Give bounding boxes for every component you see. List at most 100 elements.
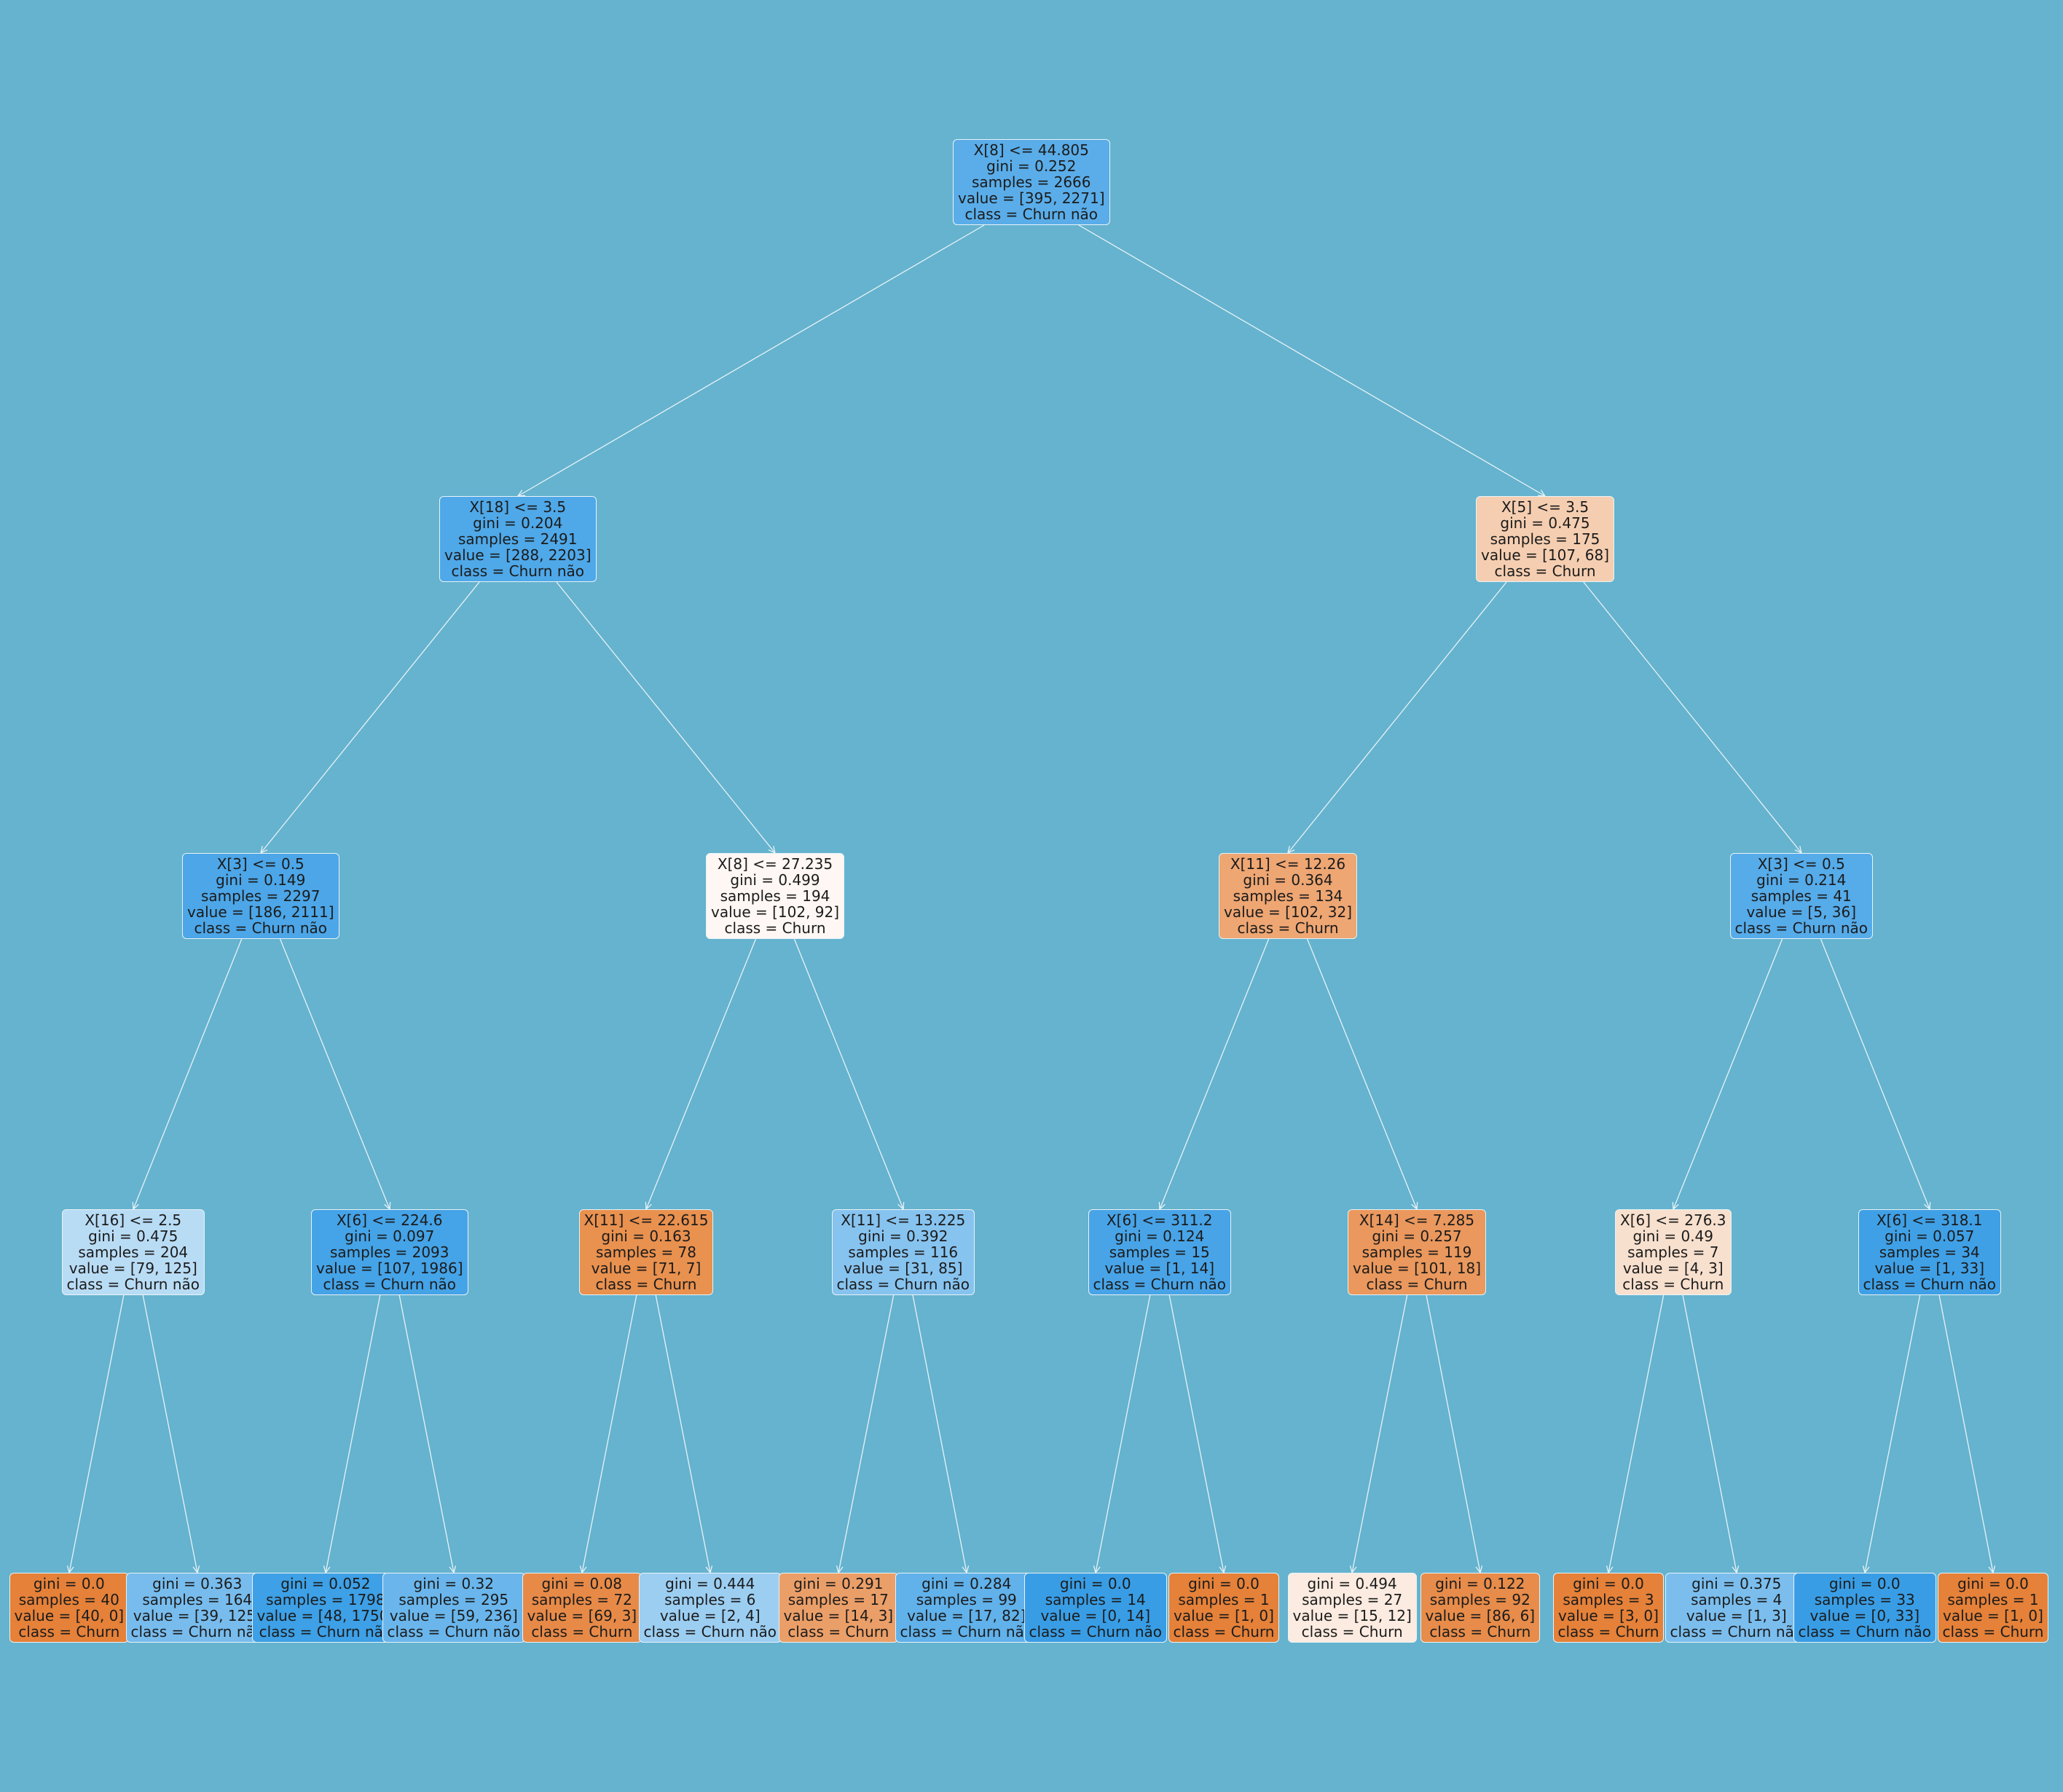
node-text-line: gini = 0.0 xyxy=(1957,1575,2029,1592)
node-text-line: samples = 2666 xyxy=(971,173,1091,191)
tree-edge xyxy=(1938,1294,1994,1573)
node-text-line: value = [40, 0] xyxy=(14,1607,125,1624)
tree-edge xyxy=(793,938,904,1210)
node-text-line: samples = 116 xyxy=(848,1243,959,1261)
node-text-line: gini = 0.363 xyxy=(152,1575,243,1592)
node-text-line: class = Churn xyxy=(787,1623,889,1640)
node-text-line: gini = 0.475 xyxy=(1500,514,1590,532)
node-text-line: gini = 0.392 xyxy=(858,1227,948,1245)
node-text-line: gini = 0.149 xyxy=(216,871,306,889)
node-text-line: value = [39, 125] xyxy=(133,1607,262,1624)
node-text-line: value = [3, 0] xyxy=(1558,1607,1659,1624)
node-text-line: samples = 4 xyxy=(1691,1591,1783,1608)
node-text-line: samples = 164 xyxy=(142,1591,253,1608)
node-text-line: X[11] <= 22.615 xyxy=(583,1211,709,1229)
node-text-line: class = Churn xyxy=(1942,1623,2044,1640)
node-text-line: gini = 0.252 xyxy=(986,157,1077,175)
tree-edge xyxy=(1426,1294,1481,1573)
node-text-line: X[3] <= 0.5 xyxy=(216,855,304,873)
node-text-line: X[6] <= 311.2 xyxy=(1106,1211,1213,1229)
node-text-line: class = Churn não xyxy=(836,1276,970,1293)
node-text-line: value = [395, 2271] xyxy=(958,189,1105,207)
node-text-line: class = Churn não xyxy=(1670,1623,1804,1640)
node-text-line: class = Churn não xyxy=(1093,1276,1227,1293)
node-text-line: value = [48, 1750] xyxy=(256,1607,395,1624)
node-text-line: value = [1, 3] xyxy=(1686,1607,1787,1624)
node-text-line: value = [102, 92] xyxy=(711,903,840,921)
tree-edge xyxy=(645,938,757,1210)
node-text-line: value = [107, 68] xyxy=(1481,546,1610,564)
node-text-line: X[14] <= 7.285 xyxy=(1359,1211,1475,1229)
node-text-line: value = [71, 7] xyxy=(591,1259,702,1277)
tree-edge xyxy=(556,581,776,854)
node-text-line: X[11] <= 12.26 xyxy=(1230,855,1346,873)
tree-edge xyxy=(655,1294,711,1573)
node-text-line: samples = 41 xyxy=(1750,887,1852,905)
node-text-line: class = Churn xyxy=(724,919,826,937)
node-text-line: value = [186, 2111] xyxy=(187,903,334,921)
node-text-line: class = Churn xyxy=(1301,1623,1403,1640)
node-text-line: class = Churn xyxy=(1237,919,1339,937)
node-text-line: samples = 99 xyxy=(916,1591,1017,1608)
tree-edge xyxy=(1820,938,1930,1210)
tree-edge xyxy=(1306,938,1418,1210)
node-text-line: value = [86, 6] xyxy=(1425,1607,1536,1624)
node-text-line: samples = 2297 xyxy=(200,887,321,905)
node-text-line: class = Churn xyxy=(1557,1623,1659,1640)
node-text-line: gini = 0.475 xyxy=(88,1227,178,1245)
node-text-line: class = Churn xyxy=(1494,562,1596,580)
node-text-line: value = [0, 14] xyxy=(1040,1607,1151,1624)
tree-edge xyxy=(912,1294,967,1573)
node-text-line: class = Churn não xyxy=(1863,1276,1997,1293)
node-text-line: gini = 0.08 xyxy=(541,1575,623,1592)
node-text-line: samples = 119 xyxy=(1361,1243,1472,1261)
node-text-line: samples = 2491 xyxy=(457,530,578,548)
node-text-line: value = [107, 1986] xyxy=(316,1259,463,1277)
tree-edge xyxy=(1095,1294,1151,1573)
node-text-line: class = Churn não xyxy=(643,1623,777,1640)
node-text-line: class = Churn não xyxy=(387,1623,521,1640)
tree-edge xyxy=(1159,938,1270,1210)
node-text-line: X[6] <= 276.3 xyxy=(1620,1211,1726,1229)
node-text-line: gini = 0.284 xyxy=(922,1575,1012,1592)
tree-edge xyxy=(1078,224,1546,497)
node-text-line: class = Churn xyxy=(531,1623,633,1640)
node-text-line: X[6] <= 224.6 xyxy=(336,1211,443,1229)
tree-edge xyxy=(1682,1294,1737,1573)
node-text-line: samples = 1798 xyxy=(266,1591,385,1608)
edge-arrowhead xyxy=(516,490,526,497)
node-text-line: gini = 0.0 xyxy=(1188,1575,1260,1592)
node-text-line: samples = 6 xyxy=(664,1591,756,1608)
node-text-line: gini = 0.124 xyxy=(1115,1227,1205,1245)
node-text-line: value = [1, 0] xyxy=(1174,1607,1274,1624)
node-text-line: class = Churn xyxy=(18,1623,120,1640)
node-text-line: class = Churn xyxy=(1622,1276,1724,1293)
node-text-line: samples = 204 xyxy=(78,1243,189,1261)
node-text-line: gini = 0.49 xyxy=(1632,1227,1714,1245)
node-text-line: gini = 0.204 xyxy=(473,514,563,532)
node-text-line: gini = 0.0 xyxy=(33,1575,105,1592)
node-text-line: class = Churn xyxy=(1366,1276,1468,1293)
node-text-line: samples = 72 xyxy=(531,1591,632,1608)
node-text-line: samples = 1 xyxy=(1947,1591,2039,1608)
node-text-line: class = Churn não xyxy=(900,1623,1034,1640)
node-text-line: samples = 92 xyxy=(1429,1591,1530,1608)
node-text-line: X[3] <= 0.5 xyxy=(1757,855,1845,873)
tree-edge xyxy=(1168,1294,1225,1573)
node-text-line: value = [79, 125] xyxy=(68,1259,197,1277)
